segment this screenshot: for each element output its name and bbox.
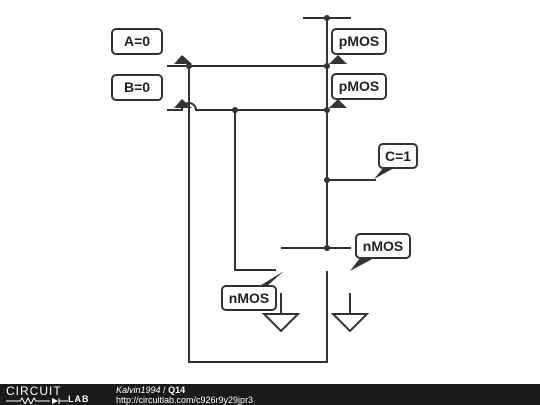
label-nmos-right-text: nMOS [363,238,403,254]
junction-dot [324,15,330,21]
label-c-text: C=1 [385,148,411,164]
circuitlab-logo[interactable]: CIRCUIT LAB [4,384,104,405]
title-separator: / [160,385,169,395]
label-b-text: B=0 [124,79,150,95]
label-pmos-top: pMOS [329,28,387,64]
footer-bar: CIRCUIT LAB Kalvin1994 / Q14 http://circ… [0,384,540,405]
label-nmos-left: nMOS [221,271,284,311]
label-nmos-right: nMOS [350,233,411,271]
label-a-text: A=0 [124,33,150,49]
junction-dot [324,107,330,113]
junction-dot [324,63,330,69]
logo-text-top: CIRCUIT [6,384,62,398]
resistor-icon [6,397,68,404]
label-b: B=0 [111,74,192,108]
junction-dot [324,245,330,251]
author-link[interactable]: Kalvin1994 [116,385,161,395]
label-pmos-mid: pMOS [329,73,387,108]
circuit-schematic: A=0 B=0 pMOS pMOS C=1 [111,15,418,363]
label-a: A=0 [111,28,192,64]
label-nmos-left-text: nMOS [229,290,269,306]
circuit-url[interactable]: http://circuitlab.com/c926r9y29jpr3 [116,395,254,405]
junction-dot [324,177,330,183]
label-c: C=1 [374,143,418,179]
wire-b-line [167,102,328,111]
logo-text-bottom: LAB [68,394,90,404]
junction-dot [186,63,192,69]
footer-title: Kalvin1994 / Q14 [116,385,185,395]
circuit-name[interactable]: Q14 [168,385,186,395]
label-pmos-mid-text: pMOS [339,78,379,94]
junction-dot [232,107,238,113]
ground-left-symbol [261,313,301,333]
label-pmos-top-text: pMOS [339,33,379,49]
ground-right-symbol [330,313,370,333]
